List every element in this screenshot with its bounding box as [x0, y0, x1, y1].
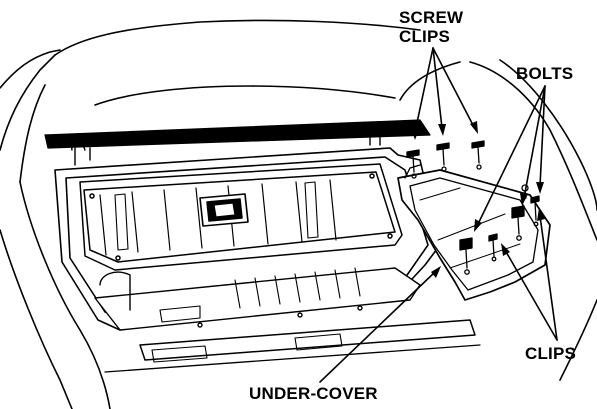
bolts-label: BOLTS	[516, 64, 574, 83]
battery-panel	[79, 163, 403, 271]
under-cover-label: UNDER-COVER	[249, 384, 378, 403]
rear-trim-bar	[44, 119, 431, 166]
screw-clips-label: SCREW CLIPS	[399, 8, 463, 46]
leader-lines	[319, 47, 558, 383]
clip-1	[488, 233, 498, 262]
screw-clip-2	[436, 142, 450, 172]
screw-clips-label-line2: CLIPS	[399, 27, 451, 46]
cargo-area-body	[0, 19, 597, 409]
screw-clip-1	[406, 149, 420, 179]
bolt-2	[511, 205, 525, 241]
bolt-1	[459, 237, 473, 275]
lower-front-panel	[94, 267, 421, 331]
clips-label: CLIPS	[525, 344, 577, 363]
battery-handle	[199, 193, 249, 227]
leader-arrowheads	[411, 121, 545, 278]
front-cross-member	[104, 319, 481, 373]
screw-clip-3	[471, 140, 485, 170]
clip-2	[530, 195, 540, 227]
screw-clips-label-line1: SCREW	[399, 8, 464, 27]
